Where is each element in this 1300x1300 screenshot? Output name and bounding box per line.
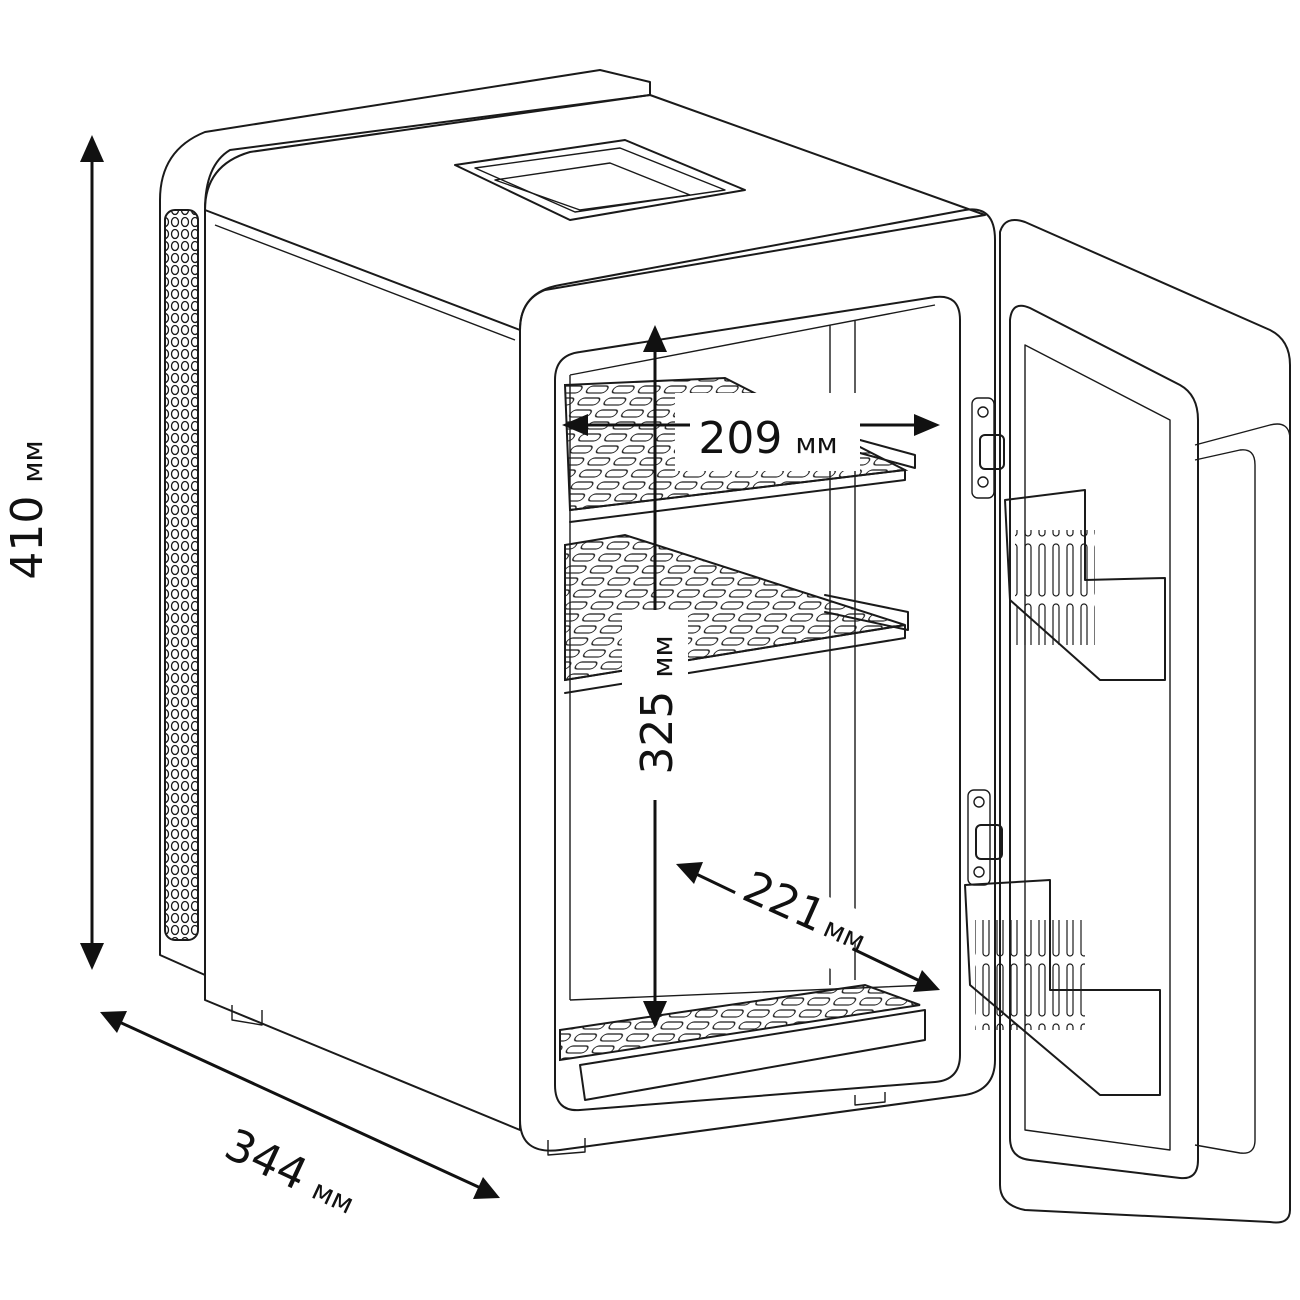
door-inner-panel (1009, 304, 1199, 1180)
svg-text:325 мм: 325 мм (632, 635, 683, 774)
foot (547, 1138, 586, 1156)
height-unit: мм (16, 440, 49, 482)
lower-door-bin (964, 879, 1161, 1096)
door (964, 219, 1291, 1224)
inner-width-unit: мм (795, 427, 837, 460)
inner-height-value: 325 (632, 691, 683, 775)
inner-height-unit: мм (646, 635, 679, 677)
inner-width-value: 209 (698, 413, 782, 464)
top-handle (454, 139, 746, 221)
upper-hinge (971, 397, 1005, 499)
height-value: 410 (2, 496, 53, 580)
inner-width-dimension: 209 мм (562, 393, 940, 471)
depth-dimension: 344 мм (100, 1011, 500, 1224)
bottom-tray (559, 983, 926, 1101)
lower-hinge (967, 789, 1003, 886)
interior-back-wall (569, 304, 936, 1001)
depth-value: 344 (217, 1119, 315, 1201)
svg-text:209 мм: 209 мм (698, 413, 837, 464)
foot (231, 1005, 263, 1026)
height-dimension: 410 мм (2, 135, 104, 970)
top-surface (204, 94, 986, 331)
upper-door-bin (1004, 489, 1166, 681)
inner-depth-dimension: 221 мм (676, 861, 940, 992)
side-panel (204, 209, 521, 1131)
svg-text:410 мм: 410 мм (2, 440, 53, 579)
inner-height-dimension: 325 мм (622, 325, 688, 1028)
fridge-body (159, 69, 996, 1156)
svg-text:344 мм: 344 мм (217, 1119, 365, 1224)
door-outer (999, 219, 1291, 1224)
foot (854, 1092, 886, 1106)
inner-opening (554, 295, 961, 1112)
depth-unit: мм (307, 1173, 359, 1221)
back-frame (159, 69, 651, 976)
lower-shelf (564, 533, 909, 694)
vent-grille (164, 209, 199, 941)
front-frame (519, 208, 996, 1152)
